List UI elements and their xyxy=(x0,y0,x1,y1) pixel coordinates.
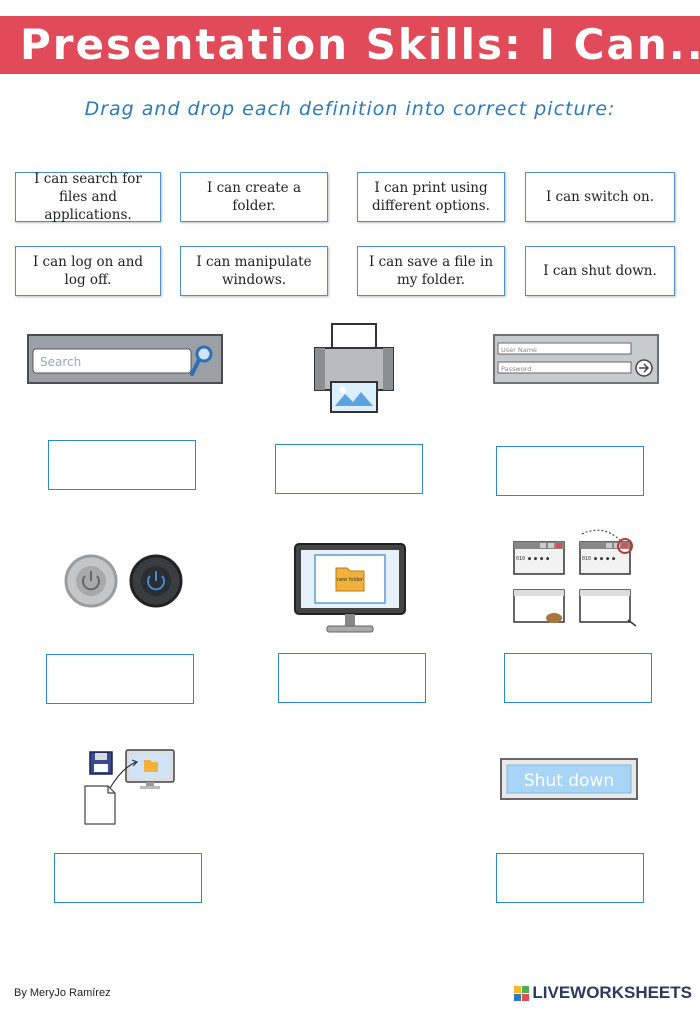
search-bar-picture: Search xyxy=(27,334,223,384)
drop-zone-folder[interactable] xyxy=(278,653,426,703)
brand-logo[interactable]: LIVEWORKSHEETS xyxy=(514,983,692,1003)
printer-picture xyxy=(314,323,394,413)
drop-zone-windows[interactable] xyxy=(504,653,652,703)
folder-label: new folder xyxy=(337,577,364,583)
login-panel-picture: User Name Password xyxy=(493,334,659,384)
search-placeholder: Search xyxy=(40,355,81,369)
drop-zone-login[interactable] xyxy=(496,446,644,496)
drop-zone-printer[interactable] xyxy=(275,444,423,494)
definition-card[interactable]: I can shut down. xyxy=(525,246,675,296)
drop-zone-search[interactable] xyxy=(48,440,196,490)
drop-zone-power[interactable] xyxy=(46,654,194,704)
login-username-label: User Name xyxy=(501,346,537,354)
shutdown-button-picture: Shut down xyxy=(500,758,638,800)
brand-name: LIVEWORKSHEETS xyxy=(532,983,692,1002)
definition-card[interactable]: I can search for files and applications. xyxy=(15,171,161,223)
page-title: Presentation Skills: I Can... xyxy=(0,16,700,74)
shutdown-label: Shut down xyxy=(524,771,614,791)
brand-icon xyxy=(514,985,530,1001)
definition-card[interactable]: I can switch on. xyxy=(525,172,675,222)
save-file-picture xyxy=(84,749,175,825)
instruction-text: Drag and drop each definition into corre… xyxy=(84,98,616,120)
svg-text:010 ● ● ● ●: 010 ● ● ● ● xyxy=(516,556,549,562)
windows-manipulation-picture: 010 ● ● ● ● 010 ● ● ● ● xyxy=(513,529,637,627)
author-credit: By MeryJo Ramírez xyxy=(14,987,111,999)
definition-card[interactable]: I can log on and log off. xyxy=(15,246,161,296)
monitor-folder-picture: new folder xyxy=(294,543,406,633)
definition-card[interactable]: I can print using different options. xyxy=(357,172,505,222)
definition-card[interactable]: I can create a folder. xyxy=(180,172,328,222)
power-buttons-picture xyxy=(64,554,183,608)
definition-card[interactable]: I can save a file in my folder. xyxy=(357,246,505,296)
svg-text:010 ● ● ● ●: 010 ● ● ● ● xyxy=(582,556,615,562)
login-password-label: Password xyxy=(501,365,531,373)
drop-zone-save[interactable] xyxy=(54,853,202,903)
definition-card[interactable]: I can manipulate windows. xyxy=(180,246,328,296)
drop-zone-shutdown[interactable] xyxy=(496,853,644,903)
